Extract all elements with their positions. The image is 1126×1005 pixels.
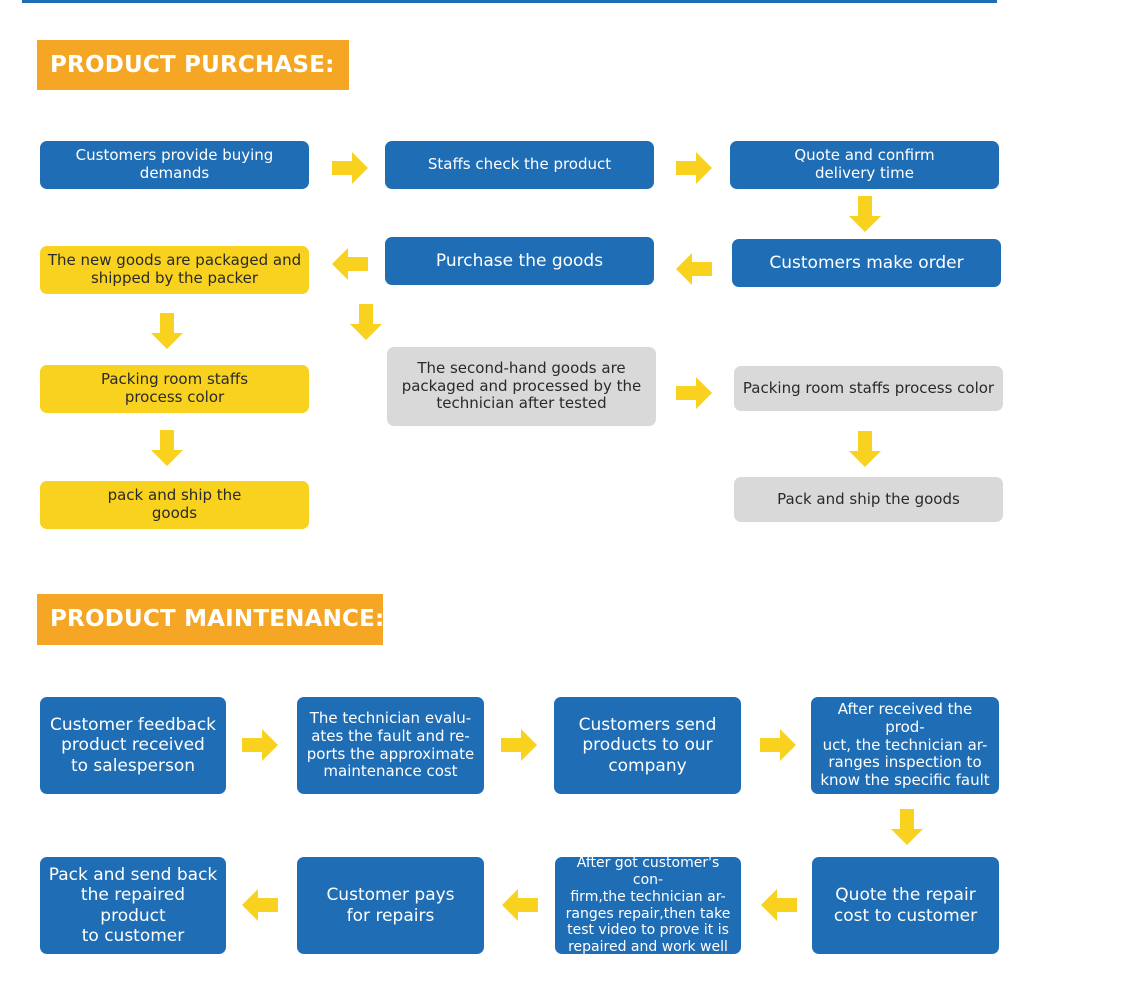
maintenance-heading: PRODUCT MAINTENANCE: xyxy=(37,594,384,645)
arrow-left-icon xyxy=(759,885,799,925)
step-pack-ship-secondhand: Pack and ship the goods xyxy=(734,477,1003,522)
step-customers-make-order: Customers make order xyxy=(732,239,1001,287)
step-customers-send-products: Customers send products to our company xyxy=(554,697,741,794)
step-pack-send-back: Pack and send back the repaired product … xyxy=(40,857,226,954)
step-customer-feedback: Customer feedback product received to sa… xyxy=(40,697,226,794)
step-quote-confirm-delivery: Quote and confirm delivery time xyxy=(730,141,999,189)
step-new-goods-packaged: The new goods are packaged and shipped b… xyxy=(40,246,309,294)
arrow-down-icon xyxy=(845,194,885,234)
step-secondhand-processed: The second-hand goods are packaged and p… xyxy=(387,347,656,426)
arrow-down-icon xyxy=(845,429,885,469)
step-staffs-check-product: Staffs check the product xyxy=(385,141,654,189)
arrow-left-icon xyxy=(674,249,714,289)
step-technician-evaluates: The technician evalu- ates the fault and… xyxy=(297,697,484,794)
arrow-down-icon xyxy=(147,311,187,351)
step-customers-provide-demands: Customers provide buying demands xyxy=(40,141,309,189)
arrow-left-icon xyxy=(240,885,280,925)
step-quote-repair-cost: Quote the repair cost to customer xyxy=(812,857,999,954)
arrow-left-icon xyxy=(500,885,540,925)
arrow-down-icon xyxy=(887,807,927,847)
step-packing-room-new: Packing room staffs process color xyxy=(40,365,309,413)
arrow-left-icon xyxy=(330,244,370,284)
arrow-down-icon xyxy=(147,428,187,468)
arrow-right-icon xyxy=(240,725,280,765)
arrow-right-icon xyxy=(330,148,370,188)
step-pack-ship-new: pack and ship the goods xyxy=(40,481,309,529)
arrow-right-icon xyxy=(674,373,714,413)
purchase-heading: PRODUCT PURCHASE: xyxy=(37,40,349,90)
arrow-right-icon xyxy=(499,725,539,765)
step-packing-room-secondhand: Packing room staffs process color xyxy=(734,366,1003,411)
arrow-right-icon xyxy=(674,148,714,188)
top-divider-line xyxy=(22,0,997,3)
arrow-right-icon xyxy=(758,725,798,765)
step-after-received-inspection: After received the prod- uct, the techni… xyxy=(811,697,999,794)
step-purchase-goods: Purchase the goods xyxy=(385,237,654,285)
arrow-down-icon xyxy=(346,302,386,342)
step-after-confirm-repair: After got customer's con- firm,the techn… xyxy=(555,855,741,955)
step-customer-pays: Customer pays for repairs xyxy=(297,857,484,954)
